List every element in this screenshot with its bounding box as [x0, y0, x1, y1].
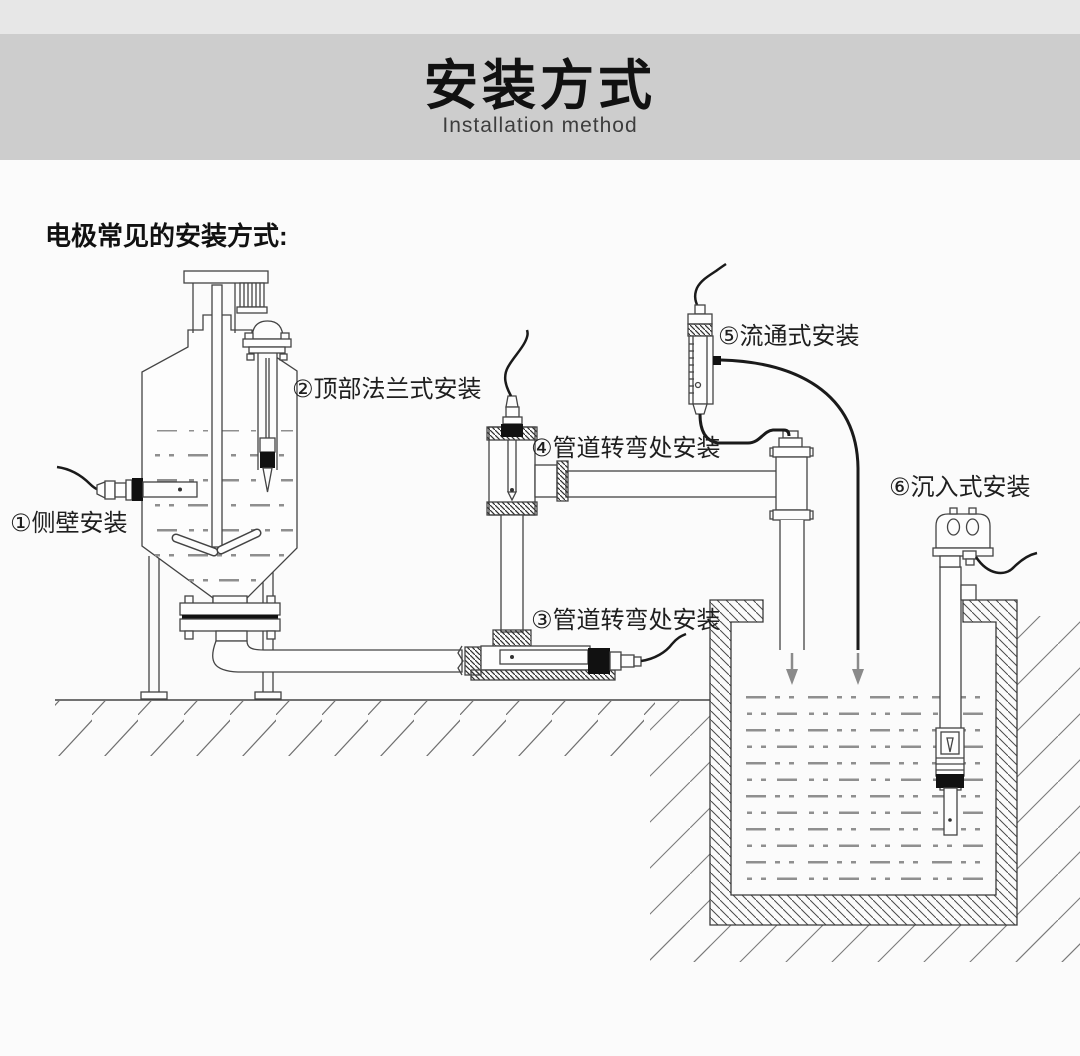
page-subtitle: Installation method [442, 114, 638, 137]
ground [55, 616, 1080, 962]
pipe-bend-sensor-top [501, 329, 529, 437]
tee-fitting-bottom [464, 629, 616, 681]
agitator-motor [183, 270, 269, 333]
diagram-labels: ①侧壁安装 ②顶部法兰式安装 ③管道转弯处安装 ④管道转弯处安装 ⑤流通式安装 … [10, 323, 1031, 634]
label-top-flange: ②顶部法兰式安装 [292, 376, 482, 403]
tee-down-pipe [769, 430, 814, 650]
down-arrow [852, 669, 864, 685]
flange-electrode [242, 320, 292, 493]
header-band: 安装方式 Installation method [0, 34, 1080, 160]
submersion-electrode [935, 727, 965, 836]
elbow-fitting-top [486, 426, 569, 516]
sidewall-electrode [56, 465, 198, 501]
top-strip [0, 0, 1080, 34]
label-pipe-bend-4: ④管道转弯处安装 [531, 435, 721, 462]
pool-walls [709, 599, 1018, 926]
label-submersion: ⑥沉入式安装 [889, 474, 1031, 501]
section-heading: 电极常见的安装方式: [45, 221, 288, 251]
flow-arrows [786, 653, 864, 685]
pipe-assembly [464, 329, 814, 681]
tank-assembly [56, 270, 464, 700]
label-flow-through: ⑤流通式安装 [718, 323, 860, 350]
flow-cell-outlet-cable [720, 358, 860, 650]
pool [709, 599, 1018, 926]
flow-cell [687, 262, 860, 650]
down-arrow [786, 669, 798, 685]
flow-cell-bottom-cable [698, 413, 791, 445]
label-sidewall: ①侧壁安装 [10, 510, 128, 537]
page-title: 安装方式 [424, 56, 656, 116]
label-pipe-bend-3: ③管道转弯处安装 [531, 607, 721, 634]
agitator-shaft [211, 284, 223, 548]
bottom-flange-pipe [179, 595, 464, 676]
pipe-bend-sensor-right [588, 632, 687, 674]
submersion-assembly [932, 507, 1038, 836]
